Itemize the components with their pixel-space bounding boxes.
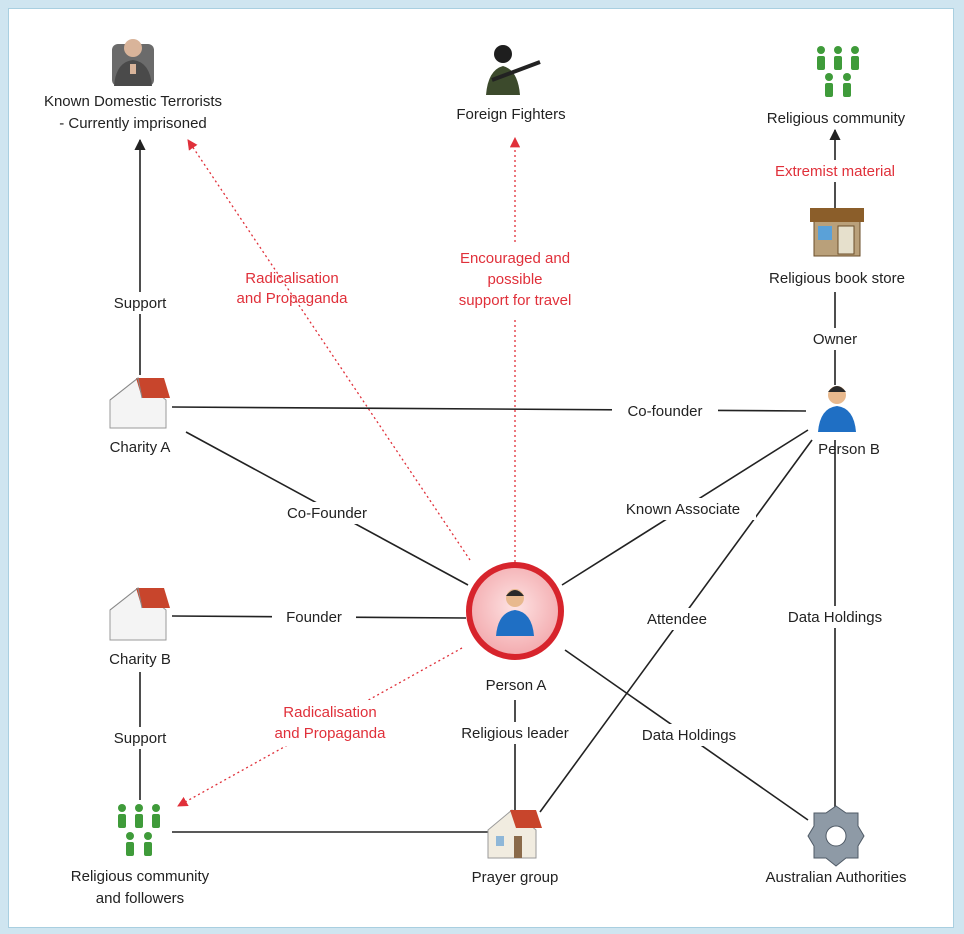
node-label: Australian Authorities <box>766 869 907 886</box>
label-co-founder-b: Co-founder <box>627 403 702 420</box>
node-label: Known Domestic Terrorists <box>44 93 222 110</box>
node-religious-community[interactable]: Religious community <box>767 46 906 127</box>
label-encouraged-2: possible <box>487 271 542 288</box>
node-foreign-fighters[interactable]: Foreign Fighters <box>456 45 566 123</box>
community-icon <box>118 804 160 856</box>
label-owner: Owner <box>813 331 857 348</box>
node-religious-community-followers[interactable]: Religious community and followers <box>71 804 210 907</box>
store-icon <box>810 208 864 257</box>
node-charity-b[interactable]: Charity B <box>109 587 171 668</box>
label-support-bottom: Support <box>114 730 167 747</box>
person-photo-icon <box>112 39 154 86</box>
person-icon <box>496 589 534 636</box>
node-label: Religious community <box>767 110 906 127</box>
node-prayer-group[interactable]: Prayer group <box>472 809 559 886</box>
node-charity-a[interactable]: Charity A <box>109 377 171 456</box>
edge-radicalisation-top <box>187 139 471 561</box>
label-attendee: Attendee <box>647 611 707 628</box>
node-label: Charity B <box>109 651 171 668</box>
node-label: Charity A <box>110 439 171 456</box>
node-label: Foreign Fighters <box>456 106 565 123</box>
node-person-a[interactable]: Person A <box>466 562 564 694</box>
label-extremist-material: Extremist material <box>775 163 895 180</box>
node-label: - Currently imprisoned <box>59 115 207 132</box>
label-radicalisation-top-1: Radicalisation <box>245 270 338 287</box>
node-known-domestic-terrorists[interactable]: Known Domestic Terrorists - Currently im… <box>44 39 222 132</box>
label-radicalisation-top-2: and Propaganda <box>237 290 349 307</box>
node-label: Person A <box>486 677 547 694</box>
node-label: and followers <box>96 890 184 907</box>
label-data-holdings-center: Data Holdings <box>642 727 736 744</box>
label-radicalisation-bottom-1: Radicalisation <box>283 704 376 721</box>
node-label: Prayer group <box>472 869 559 886</box>
node-religious-book-store[interactable]: Religious book store <box>769 208 905 287</box>
label-known-associate: Known Associate <box>626 501 740 518</box>
node-label: Person B <box>818 441 880 458</box>
node-person-b[interactable]: Person B <box>818 386 880 458</box>
label-data-holdings-right: Data Holdings <box>788 609 882 626</box>
label-founder: Founder <box>286 609 342 626</box>
label-co-founder-a: Co-Founder <box>287 505 367 522</box>
police-badge-icon <box>807 805 865 867</box>
edge-radicalisation-bottom <box>177 647 463 807</box>
node-label: Religious community <box>71 868 210 885</box>
label-encouraged-1: Encouraged and <box>460 250 570 267</box>
community-icon <box>817 46 859 97</box>
house-icon <box>109 377 170 429</box>
label-radicalisation-bottom-2: and Propaganda <box>275 725 387 742</box>
fighter-icon <box>486 45 541 95</box>
edge-labels: Support Radicalisation and Propaganda En… <box>104 160 915 749</box>
label-religious-leader: Religious leader <box>461 725 569 742</box>
label-encouraged-3: support for travel <box>459 292 572 309</box>
node-label: Religious book store <box>769 270 905 287</box>
person-icon <box>818 386 856 432</box>
node-australian-authorities[interactable]: Australian Authorities <box>766 805 907 886</box>
house-icon <box>109 587 170 641</box>
house-icon <box>487 809 542 859</box>
label-support-top: Support <box>114 295 167 312</box>
